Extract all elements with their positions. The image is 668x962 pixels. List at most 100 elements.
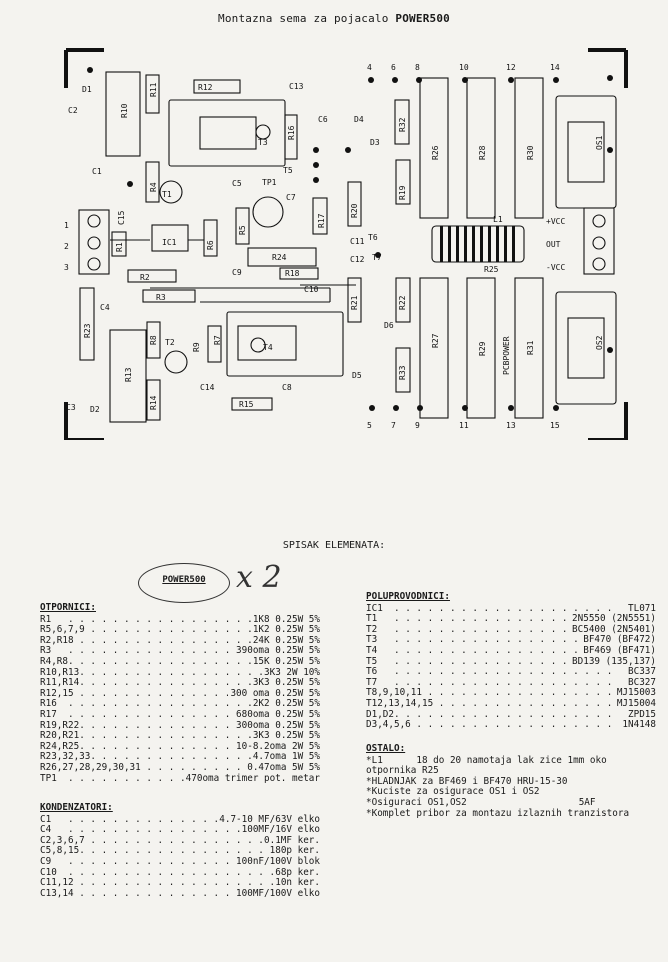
component-name: R26,27,28,29,30,31	[40, 761, 143, 773]
pcb-label: TP1	[262, 178, 277, 187]
pcb-label: C4	[100, 303, 110, 312]
component-value: 24K 0.25W 5%	[250, 634, 320, 647]
component-name: T3	[366, 634, 380, 646]
leader-dots: . . . . . . . . . . . . . . . . . . . . …	[68, 773, 280, 784]
leader-dots: . . . . . . . . . . . . . . . . . . . . …	[68, 762, 280, 773]
component-value: 10-8.2oma 2W 5%	[234, 740, 320, 753]
pcb-label: OS2	[595, 335, 604, 350]
component-value: 0.47oma 5W 5%	[245, 761, 320, 774]
leader-dots: . . . . . . . . . . . . . . . . . . . . …	[68, 814, 280, 825]
pcb-label: R17	[317, 213, 326, 228]
component-value: BF470 (BF472)	[581, 634, 656, 646]
component-name: C11,12	[40, 877, 76, 889]
leader-dots: . . . . . . . . . . . . . . . . . . . . …	[68, 888, 280, 899]
pcb-label: D5	[352, 371, 362, 380]
pcb-label: R33	[398, 365, 407, 380]
component-value: BC5400 (2N5401)	[570, 623, 656, 636]
component-value: 300oma 0.25W 5%	[234, 719, 320, 732]
pcb-label: C7	[286, 193, 296, 202]
component-name: R11,R14	[40, 677, 82, 689]
ostalo-list: OSTALO: *L1 18 do 20 namotaja lak zice 1…	[366, 743, 666, 820]
component-name: C4	[40, 824, 54, 836]
pcb-label: PCBPOWER	[502, 336, 511, 375]
pcb-label: 2	[64, 242, 69, 251]
pcb-label: C13	[289, 82, 304, 91]
component-row: . . . . . . . . . . . . . . . . . . . . …	[366, 655, 656, 668]
pcb-label: C12	[350, 255, 365, 264]
component-value: 4.7-10 MF/63V elko	[217, 813, 320, 826]
component-name: D1,D2	[366, 708, 396, 720]
component-row: . . . . . . . . . . . . . . . . . . . . …	[40, 677, 320, 689]
pcb-label: R4	[149, 182, 158, 192]
pcb-label: R14	[149, 395, 158, 410]
leader-dots: . . . . . . . . . . . . . . . . . . . . …	[68, 688, 280, 699]
component-name: T7	[366, 676, 380, 688]
component-name: C9	[40, 855, 54, 867]
title-name: POWER500	[395, 12, 450, 25]
component-value: TL071	[626, 602, 656, 615]
leader-dots: . . . . . . . . . . . . . . . . . . . . …	[68, 656, 280, 667]
component-row: . . . . . . . . . . . . . . . . . . . . …	[40, 772, 320, 785]
component-row: . . . . . . . . . . . . . . . . . . . . …	[40, 761, 320, 774]
pcb-label: R16	[287, 125, 296, 140]
leader-dots: . . . . . . . . . . . . . . . . . . . . …	[68, 846, 280, 857]
component-name: C1	[40, 813, 54, 825]
pcb-label: 14	[550, 63, 560, 72]
pcb-label: T5	[283, 166, 293, 175]
pcb-label: OS1	[595, 135, 604, 150]
component-value: 15K 0.25W 5%	[250, 655, 320, 668]
ostalo-line: otpornika R25	[366, 765, 439, 777]
pcb-label: R30	[526, 145, 535, 160]
component-name: C5,8,15	[40, 845, 82, 857]
component-value: 1N4148	[620, 719, 656, 731]
component-row: . . . . . . . . . . . . . . . . . . . . …	[40, 877, 320, 889]
component-row: . . . . . . . . . . . . . . . . . . . . …	[40, 855, 320, 868]
stamp-text: POWER500	[162, 575, 206, 585]
pcb-label: OUT	[546, 240, 561, 249]
component-row: . . . . . . . . . . . . . . . . . . . . …	[366, 676, 656, 689]
component-name: D3,4,5,6	[366, 719, 413, 731]
pcb-label: R29	[478, 341, 487, 356]
ostalo-line: *Komplet pribor za montazu izlaznih tran…	[366, 807, 630, 819]
component-value: 100MF/100V elko	[234, 887, 320, 900]
pcb-label: R31	[526, 340, 535, 355]
leader-dots: . . . . . . . . . . . . . . . . . . . . …	[68, 667, 280, 678]
pcb-label: R20	[350, 203, 359, 218]
pcb-label: T7	[372, 253, 382, 262]
pcb-label: C11	[350, 237, 365, 246]
pcb-label: R6	[206, 240, 215, 250]
pcb-label: C6	[318, 115, 328, 124]
otpornici-list: OTPORNICI: . . . . . . . . . . . . . . .…	[40, 602, 320, 785]
pcb-label: C10	[304, 285, 319, 294]
component-row: . . . . . . . . . . . . . . . . . . . . …	[366, 634, 656, 646]
pcb-label: 13	[506, 421, 516, 430]
component-row: . . . . . . . . . . . . . . . . . . . . …	[40, 845, 320, 857]
page-title: Montazna sema za pojacalo POWER500	[0, 12, 668, 25]
ostalo-line: *Kuciste za osigurace OS1 i OS2	[366, 786, 540, 798]
leader-dots: . . . . . . . . . . . . . . . . . . . . …	[68, 635, 280, 646]
leader-dots: . . . . . . . . . . . . . . . . . . . . …	[68, 678, 280, 689]
component-row: . . . . . . . . . . . . . . . . . . . . …	[366, 602, 656, 615]
pcb-label: C15	[117, 210, 126, 225]
component-name: T4	[366, 644, 380, 656]
component-value: 470oma trimer pot. metar	[183, 772, 320, 785]
poluprovodnici-list: POLUPROVODNICI: . . . . . . . . . . . . …	[366, 591, 656, 731]
component-name: T1	[366, 613, 380, 625]
component-row: . . . . . . . . . . . . . . . . . . . . …	[366, 644, 656, 657]
component-name: R2,R18	[40, 634, 76, 646]
pcb-label: T6	[368, 233, 378, 242]
component-row: . . . . . . . . . . . . . . . . . . . . …	[366, 613, 656, 625]
pcb-label: 15	[550, 421, 560, 430]
pcb-label: 3	[64, 263, 69, 272]
leader-dots: . . . . . . . . . . . . . . . . . . . . …	[68, 856, 280, 867]
component-value: MJ15003	[614, 687, 656, 699]
component-row: . . . . . . . . . . . . . . . . . . . . …	[40, 866, 320, 879]
pcb-label: T2	[165, 338, 175, 347]
pcb-components	[78, 71, 617, 423]
pcb-label: 5	[367, 421, 372, 430]
component-name: IC1	[366, 602, 385, 614]
pcb-label: C14	[200, 383, 215, 392]
component-name: T8,9,10,11	[366, 687, 424, 699]
pcb-label: R9	[192, 342, 201, 352]
